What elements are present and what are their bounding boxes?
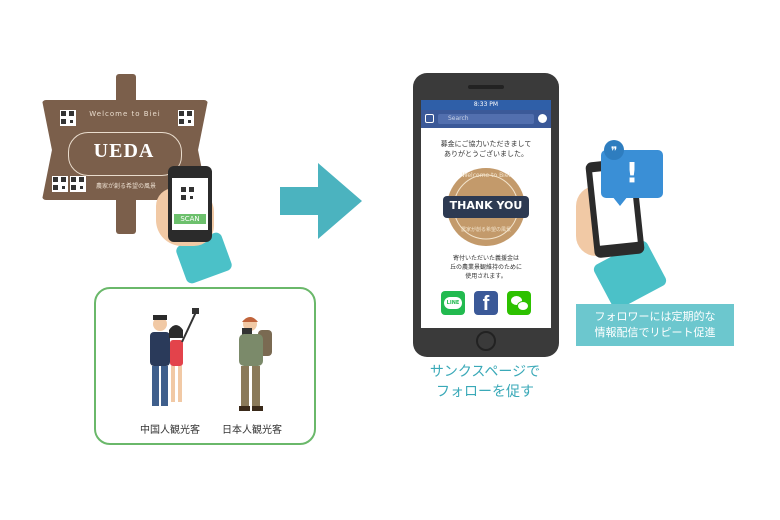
qr-code-icon — [52, 176, 68, 192]
donation-note: 寄付いただいた義援金は 丘の農業景観維持のために 使用されます。 — [449, 255, 522, 280]
badge-bottom-text: 農家が創る希望の風景 — [460, 227, 511, 233]
chinese-tourists-caption: 中国人観光客 — [140, 425, 200, 436]
japanese-tourists-caption: 日本人観光客 — [222, 425, 282, 436]
chinese-tourists-illustration — [150, 308, 199, 406]
japanese-tourist-illustration — [239, 317, 272, 411]
messenger-icon[interactable] — [538, 114, 547, 123]
sign-welcome-text: Welcome to Biei — [89, 110, 161, 118]
qr-code-icon — [70, 176, 86, 192]
camera-icon[interactable] — [425, 114, 434, 123]
quote-icon: ❞ — [604, 140, 624, 160]
phone-speaker — [468, 85, 504, 89]
home-button[interactable] — [476, 331, 496, 351]
facebook-icon[interactable]: f — [474, 291, 498, 315]
follower-message-box: フォロワーには定期的な 情報配信でリピート促進 — [576, 304, 734, 346]
thank-you-badge — [443, 168, 529, 246]
wechat-icon[interactable] — [507, 291, 531, 315]
qr-code-icon — [180, 186, 200, 206]
sign-subtitle: 農家が創る希望の風景 — [95, 183, 156, 190]
flow-arrow-icon — [280, 163, 362, 239]
exclamation-icon: ! — [625, 156, 639, 189]
search-input[interactable]: Search — [438, 114, 534, 124]
status-bar-time: 8:33 PM — [421, 100, 551, 110]
sign-name: UEDA — [93, 140, 155, 162]
badge-thank-you: THANK YOU — [449, 199, 523, 212]
badge-top-text: Welcome to Biei — [461, 172, 511, 179]
sign-name-frame — [68, 132, 182, 176]
line-icon[interactable]: LINE — [441, 291, 465, 315]
tourists-box — [94, 287, 316, 445]
qr-code-icon — [178, 110, 194, 126]
center-caption: サンクスページで フォローを促す — [429, 364, 541, 400]
qr-code-icon — [60, 110, 76, 126]
thanks-message: 募金にご協力いただきまして ありがとうございました。 — [440, 140, 532, 158]
scan-label: SCAN — [174, 214, 206, 224]
notification-bubble-tail — [612, 196, 628, 206]
